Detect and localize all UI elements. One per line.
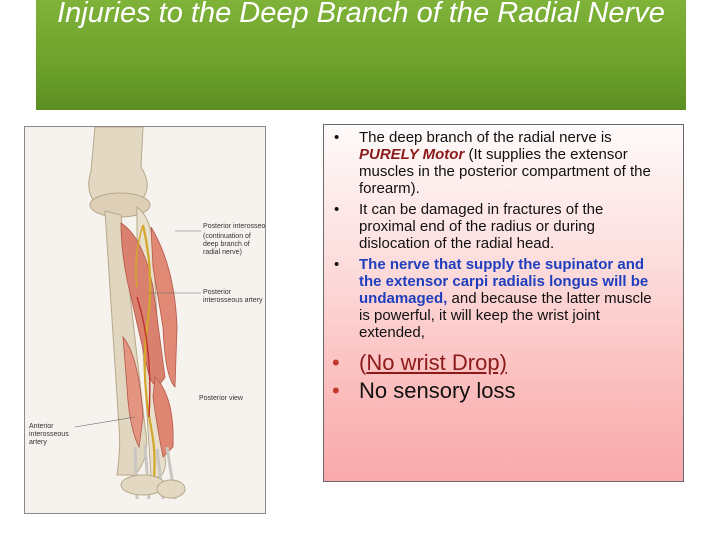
label-continuation: (continuation of deep branch of radial n…	[203, 233, 251, 256]
bullet-dot: •	[334, 256, 340, 273]
bullet-purely-motor: •The deep branch of the radial nerve is …	[324, 129, 664, 197]
bullet-undamaged: • The nerve that supply the supinator and…	[324, 256, 664, 341]
forearm-illustration: Posterior interosseous nerve (continuati…	[24, 126, 266, 514]
bullet-no-wrist-drop: • (No wrist Drop)	[324, 349, 683, 377]
title-bar: Injuries to the Deep Branch of the Radia…	[36, 0, 686, 110]
bullet-fracture: • It can be damaged in fractures of the p…	[324, 201, 664, 252]
bullet-dot: •	[332, 350, 340, 375]
bullet-3-emphasis: The nerve that supply the supinator and …	[359, 256, 649, 307]
label-view: Posterior view	[199, 395, 243, 402]
bullet-2-text: It can be damaged in fractures of the pr…	[359, 201, 604, 252]
slide-title: Injuries to the Deep Branch of the Radia…	[57, 0, 665, 29]
label-anterior-interosseous-artery: Anterior interosseous artery	[29, 423, 69, 446]
bullet-dot: •	[332, 378, 340, 403]
bullet-dot: •	[334, 201, 340, 218]
bullet-3-post: and because the latter muscle is powerfu…	[359, 290, 652, 341]
summary-bullets: • (No wrist Drop) • No sensory loss	[324, 349, 683, 405]
bullet-1-emphasis: PURELY Motor	[359, 146, 465, 163]
content-box: •The deep branch of the radial nerve is …	[323, 124, 684, 482]
bullet-1-post: (It supplies the extensor muscles in the…	[359, 146, 651, 197]
forearm-drawing	[74, 127, 201, 500]
bullet-no-sensory-loss: • No sensory loss	[324, 377, 683, 405]
bullet-5-text: No sensory loss	[359, 378, 516, 403]
bullet-1-pre: The deep branch of the radial nerve is	[359, 129, 612, 146]
label-posterior-interosseous-artery: Posterior interosseous artery	[203, 289, 263, 304]
bullet-4-open: (	[359, 350, 367, 375]
bullet-dot: •	[334, 129, 340, 146]
bullet-4-emphasis: No wrist Drop)	[366, 350, 507, 375]
label-posterior-interosseous-nerve: Posterior interosseous nerve	[203, 223, 266, 230]
detail-bullets: •The deep branch of the radial nerve is …	[324, 129, 683, 341]
